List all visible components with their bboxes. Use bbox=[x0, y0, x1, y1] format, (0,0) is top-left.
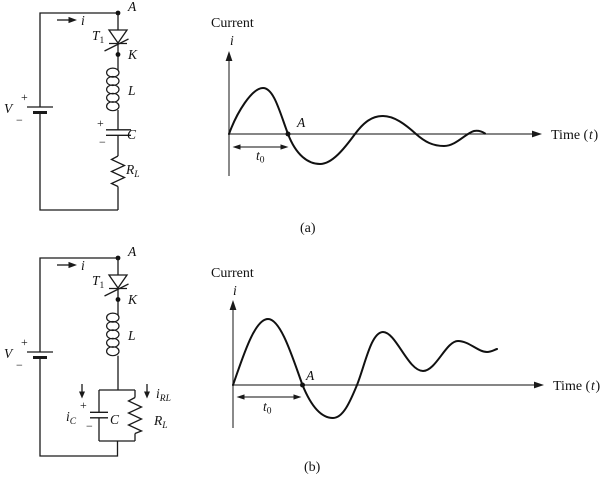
x-axis-variable: t bbox=[589, 127, 594, 142]
thyristor-label: T1 bbox=[92, 273, 105, 291]
y-axis-title: Current bbox=[211, 16, 254, 31]
resistor-label: RL bbox=[125, 162, 140, 180]
thyristor-gate-line bbox=[104, 283, 129, 297]
current-arrowhead-icon bbox=[68, 16, 77, 24]
x-axis-variable: t bbox=[591, 378, 596, 393]
resistor-symbol bbox=[109, 155, 127, 188]
panel-a-tag: (a) bbox=[300, 221, 316, 236]
y-axis-variable: i bbox=[230, 33, 234, 48]
zero-crossing-dot bbox=[285, 131, 291, 137]
t0-right-arrowhead-icon bbox=[280, 144, 289, 150]
cathode-label: K bbox=[127, 292, 138, 307]
thyristor-label: T1 bbox=[92, 28, 105, 46]
inductor-label: L bbox=[127, 83, 136, 98]
inductor-symbol bbox=[106, 312, 120, 357]
x-axis-arrowhead-icon bbox=[532, 130, 542, 138]
res-current-label: iRL bbox=[156, 386, 171, 404]
circuit-b: V + − i A T1 K L bbox=[4, 244, 171, 457]
capacitor-label: C bbox=[127, 127, 137, 142]
y-axis-arrowhead-icon bbox=[225, 51, 233, 61]
circuit-a: V + − i A T1 K L + − C bbox=[4, 0, 140, 211]
res-current-arrowhead-icon bbox=[144, 391, 150, 399]
t0-right-arrowhead-icon bbox=[293, 394, 302, 400]
thyristor-symbol bbox=[107, 274, 129, 290]
wire bbox=[39, 112, 118, 211]
current-waveform-b bbox=[232, 317, 498, 420]
x-axis-title-close: ) bbox=[594, 128, 599, 143]
inductor-symbol bbox=[106, 67, 120, 112]
cap-plus-sign: + bbox=[80, 398, 87, 412]
x-axis-arrowhead-icon bbox=[534, 381, 544, 389]
capacitor-label: C bbox=[110, 412, 120, 427]
graph-b: Current i Time ( t ) A t0 bbox=[211, 266, 601, 428]
source-plus-sign: + bbox=[21, 335, 28, 349]
resistor-label: RL bbox=[153, 413, 168, 431]
anode-label: A bbox=[127, 244, 137, 259]
cathode-label: K bbox=[127, 47, 138, 62]
node-dot-cathode bbox=[115, 297, 121, 302]
loop-current-label: i bbox=[81, 258, 85, 273]
resistor-symbol bbox=[126, 396, 144, 435]
wire bbox=[39, 12, 118, 107]
wire bbox=[39, 257, 118, 352]
zero-crossing-label: A bbox=[305, 368, 315, 383]
cap-current-arrowhead-icon bbox=[79, 391, 85, 399]
loop-current-label: i bbox=[81, 13, 85, 28]
panel-b-tag: (b) bbox=[304, 460, 321, 475]
y-axis-title: Current bbox=[211, 266, 254, 281]
source-minus-sign: − bbox=[16, 358, 23, 372]
source-minus-sign: − bbox=[16, 113, 23, 127]
inductor-label: L bbox=[127, 328, 136, 343]
thyristor-gate-line bbox=[104, 38, 129, 52]
zero-crossing-dot bbox=[300, 382, 305, 388]
cap-minus-sign: − bbox=[99, 135, 106, 149]
zero-crossing-label: A bbox=[296, 115, 306, 130]
y-axis-variable: i bbox=[233, 283, 237, 298]
current-waveform-a bbox=[228, 86, 486, 166]
cap-current-label: iC bbox=[66, 409, 77, 427]
graph-a: Current i Time ( t ) A t0 bbox=[211, 16, 599, 176]
source-plus-sign: + bbox=[21, 90, 28, 104]
t0-label: t0 bbox=[256, 148, 265, 166]
source-label: V bbox=[4, 101, 14, 116]
anode-label: A bbox=[127, 0, 137, 14]
wire bbox=[39, 357, 119, 457]
x-axis-title: Time ( bbox=[551, 128, 589, 143]
y-axis-arrowhead-icon bbox=[229, 300, 237, 310]
current-arrowhead-icon bbox=[68, 261, 77, 269]
t0-left-arrowhead-icon bbox=[232, 144, 241, 150]
cap-minus-sign: − bbox=[86, 419, 93, 433]
node-dot-cathode bbox=[115, 52, 121, 57]
x-axis-title-close: ) bbox=[596, 379, 601, 394]
thyristor-symbol bbox=[107, 29, 129, 45]
cap-plus-sign: + bbox=[97, 116, 104, 130]
source-label: V bbox=[4, 346, 14, 361]
x-axis-title: Time ( bbox=[553, 379, 591, 394]
t0-label: t0 bbox=[263, 399, 272, 417]
t0-left-arrowhead-icon bbox=[236, 394, 245, 400]
